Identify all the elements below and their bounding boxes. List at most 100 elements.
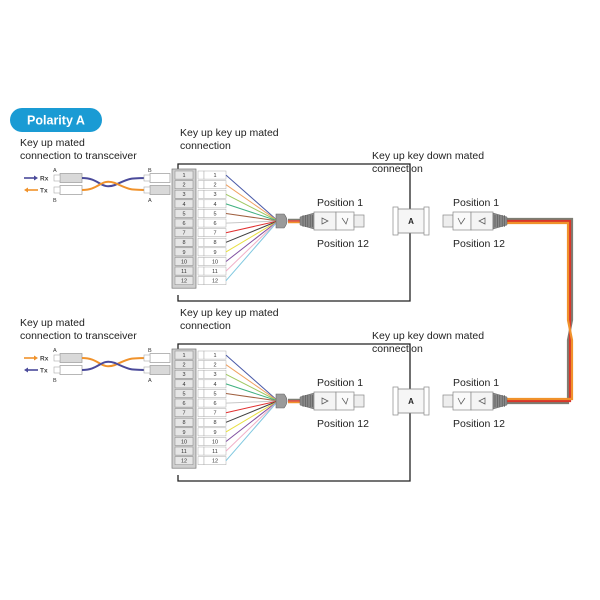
- fanout-fiber: [225, 400, 279, 404]
- fanout-fiber: [225, 400, 279, 462]
- lc-ferrule: [197, 170, 205, 180]
- lc-left-bottom-letter: B: [53, 198, 57, 204]
- trunk-fiber: [507, 219, 572, 403]
- lc-ferrule: [197, 417, 205, 427]
- mpo-right: [442, 391, 508, 411]
- cassette-label-line1: Key up key up mated: [180, 127, 279, 139]
- mpo-left-key-arrow-icon: [321, 397, 329, 405]
- lc-right-bottom-letter: A: [148, 378, 152, 384]
- mpo-left-position-1: Position 1: [317, 377, 363, 389]
- lc-right-bottom-ferrule: [143, 186, 151, 194]
- fiber-tx: [81, 360, 151, 371]
- adapter-port: [174, 237, 194, 247]
- mpo-right-key-arrow-icon: [478, 217, 486, 225]
- adapter-port: [174, 228, 194, 237]
- adapter-port: [174, 437, 194, 446]
- lc-right-bottom-ferrule: [143, 366, 151, 374]
- lc-port-number: 6: [213, 401, 216, 407]
- mpo-adapter-flange-right: [423, 206, 430, 236]
- fanout-fiber: [225, 393, 279, 402]
- lc-right-bottom: [143, 365, 171, 375]
- adapter-port-number: 4: [182, 202, 185, 208]
- lc-left-top-letter: A: [53, 348, 57, 354]
- adapter-port-number: 3: [182, 192, 185, 198]
- adapter-port-number: 2: [182, 183, 185, 189]
- fanout-fiber: [225, 220, 279, 224]
- lc-right-top: [143, 353, 171, 363]
- fanout-fiber: [225, 220, 279, 253]
- lc-port-number: 8: [213, 240, 216, 246]
- adapter-port: [174, 199, 194, 209]
- lc-ferrule: [197, 228, 205, 237]
- lc-port-number: 3: [213, 192, 216, 198]
- adapter-port: [174, 218, 194, 228]
- lc-port-number: 10: [212, 439, 218, 445]
- lc-ferrule: [197, 389, 205, 398]
- lc-port-number: 11: [212, 269, 218, 275]
- lc-left-bottom-body: [59, 185, 83, 195]
- lc-right-top-letter: B: [148, 348, 152, 354]
- fiber-rx: [81, 177, 151, 188]
- lc-left-bottom-ferrule: [53, 366, 61, 374]
- lc-ferrule: [197, 199, 205, 209]
- fanout-fiber: [225, 220, 279, 262]
- lc-port: [203, 379, 227, 389]
- adapter-label-line1: Key up key down mated: [372, 150, 484, 162]
- adapter-port: [174, 350, 194, 360]
- mpo-adapter-flange-left: [392, 206, 399, 236]
- mpo-left: [299, 391, 365, 411]
- fanout-fiber: [225, 400, 279, 452]
- adapter-port: [174, 398, 194, 408]
- adapter-port-number: 11: [181, 269, 187, 275]
- adapter-port: [174, 389, 194, 398]
- fanout-boot: [275, 393, 288, 409]
- adapter-port-number: 5: [182, 211, 185, 217]
- tx-arrowhead-icon: [24, 187, 28, 193]
- lc-left-top-body: [59, 173, 83, 183]
- adapter-port-number: 12: [181, 279, 187, 285]
- fanout-fiber: [225, 184, 279, 222]
- lc-ferrule: [197, 257, 205, 266]
- lc-port: [203, 170, 227, 180]
- lc-ferrule: [197, 427, 205, 437]
- lc-right-top-body: [149, 353, 171, 363]
- lc-left-bottom: [53, 185, 83, 195]
- lc-left-top: [53, 353, 83, 363]
- cassette-label-line2: connection: [180, 140, 231, 152]
- cassette-label-line2: connection: [180, 320, 231, 332]
- lc-port-number: 6: [213, 221, 216, 227]
- adapter-port: [174, 180, 194, 189]
- lc-port-number: 2: [213, 183, 216, 189]
- lc-port-number: 10: [212, 259, 218, 265]
- lc-left-top-body: [59, 353, 83, 363]
- lc-port-number: 9: [213, 430, 216, 436]
- transceiver-label-line1: Key up mated: [20, 317, 85, 329]
- fanout-fiber: [225, 400, 279, 442]
- adapter-port: [174, 209, 194, 218]
- mpo-left-position-1: Position 1: [317, 197, 363, 209]
- mpo-right-latch-icon: [457, 397, 466, 405]
- lc-right-bottom-letter: A: [148, 198, 152, 204]
- lc-left-top: [53, 173, 83, 183]
- fanout-fiber: [225, 373, 279, 402]
- lc-port-number: 1: [213, 353, 216, 359]
- lc-port: [203, 180, 227, 189]
- fanout-fiber: [225, 220, 279, 272]
- lc-ferrule: [197, 398, 205, 408]
- rx-label: Rx: [40, 356, 49, 363]
- lc-port: [203, 199, 227, 209]
- adapter-port-number: 5: [182, 391, 185, 397]
- adapter-port: [174, 266, 194, 276]
- mpo-right-position-12: Position 12: [453, 238, 505, 250]
- fanout-fiber: [225, 400, 279, 433]
- lc-left-top-letter: A: [53, 168, 57, 174]
- adapter-port-number: 1: [182, 353, 185, 359]
- fanout-fiber: [225, 354, 279, 402]
- mpo-adapter-flange-right: [423, 386, 430, 416]
- adapter-port-number: 7: [182, 411, 185, 417]
- transceiver-label-line1: Key up mated: [20, 137, 85, 149]
- lc-left-top-ferrule: [53, 354, 61, 362]
- lc-port-number: 7: [213, 411, 216, 417]
